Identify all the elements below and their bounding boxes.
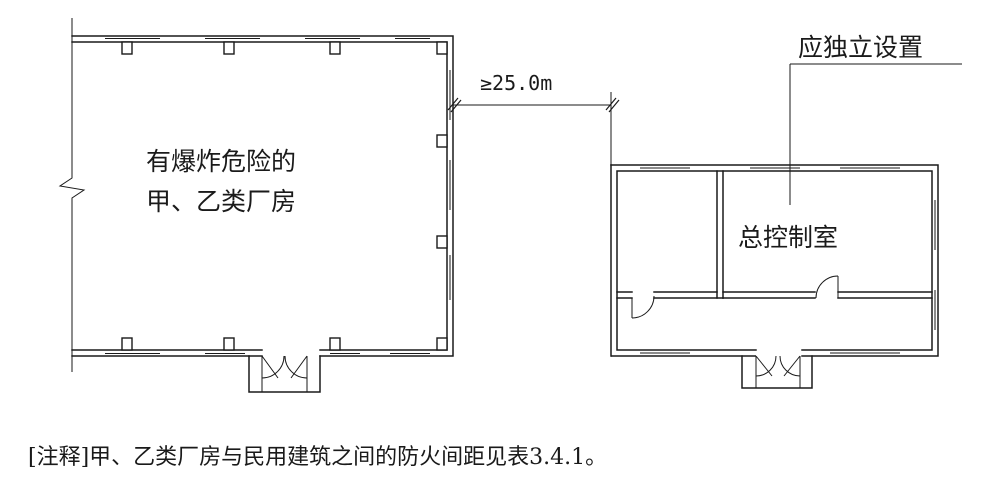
distance-tick-left-2 xyxy=(450,99,462,113)
factory-outer-wall xyxy=(71,35,454,357)
factory-label-line1: 有爆炸危险的 xyxy=(146,147,296,176)
factory-entrance-door xyxy=(248,355,321,393)
distance-label: ≥25.0m xyxy=(480,71,552,95)
factory-break-line xyxy=(58,18,86,372)
control-room-label: 总控制室 xyxy=(738,223,838,252)
factory-right-pillars xyxy=(436,134,448,249)
left-room-door xyxy=(631,295,655,319)
left-room-bottom-wall xyxy=(616,291,724,299)
control-room-door xyxy=(815,275,839,299)
factory-bottom-pillars xyxy=(121,337,448,351)
distance-tick-left xyxy=(447,97,459,111)
distance-tick-right-2 xyxy=(608,99,620,113)
distance-dimension: ≥25.0m xyxy=(447,71,620,165)
factory-top-pillars xyxy=(121,41,448,55)
distance-tick-right xyxy=(605,97,617,111)
factory-building: 有爆炸危险的 甲、乙类厂房 xyxy=(58,18,454,393)
factory-label-line2: 甲、乙类厂房 xyxy=(146,187,296,216)
callout-label: 应独立设置 xyxy=(798,33,923,62)
control-entrance-door xyxy=(741,355,813,389)
control-outer-wall xyxy=(610,164,939,357)
note-text: [注释]甲、乙类厂房与民用建筑之间的防火间距见表3.4.1。 xyxy=(28,445,607,470)
control-building: 总控制室 应独立设置 xyxy=(610,33,962,389)
control-inner-wall xyxy=(616,170,933,351)
control-partition-vertical xyxy=(716,170,724,299)
control-room-bottom-wall xyxy=(722,291,933,299)
